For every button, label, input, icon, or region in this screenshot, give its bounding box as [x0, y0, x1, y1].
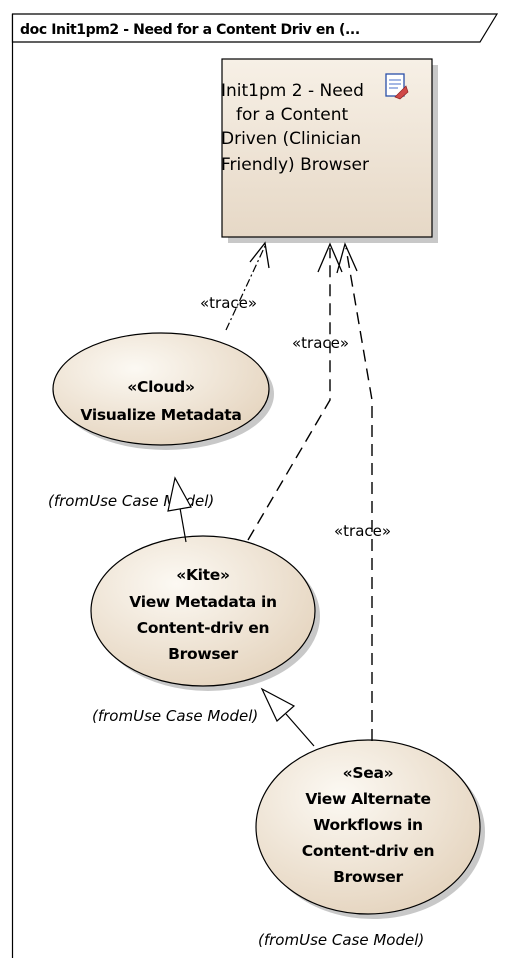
frame-title: doc Init1pm2 - Need for a Content Driv e…: [20, 22, 360, 38]
trace-kite-to-requirement: [247, 242, 343, 541]
generalization-arrowhead: [260, 687, 296, 722]
requirement-line-2: for a Content: [236, 105, 349, 125]
open-arrowhead: [317, 242, 343, 273]
use-case-cloud-name: Visualize Metadata: [80, 406, 241, 424]
requirement-box: [221, 58, 433, 238]
use-case-sea-stereotype: «Sea»: [343, 764, 394, 782]
use-case-sea-name-3: Content-driv en: [302, 842, 434, 860]
trace-cloud-to-requirement: [225, 241, 270, 331]
document-icon: [385, 73, 409, 100]
diagram-frame: doc Init1pm2 - Need for a Content Driv e…: [11, 13, 499, 958]
use-case-sea-name-1: View Alternate: [305, 790, 430, 808]
use-case-kite-from: (fromUse Case Model): [92, 707, 258, 725]
requirement-element[interactable]: Init1pm 2 - Need for a Content Driven (C…: [221, 58, 438, 243]
trace-sea-to-requirement: [336, 242, 373, 741]
use-case-cloud-stereotype: «Cloud»: [127, 378, 194, 396]
use-case-kite-name-1: View Metadata in: [129, 593, 276, 611]
use-case-sea-ellipse: [255, 739, 481, 915]
generalization-arrowhead: [167, 476, 192, 512]
use-case-cloud-ellipse: [52, 332, 270, 446]
use-case-cloud[interactable]: «Cloud» Visualize Metadata: [52, 332, 274, 450]
generalization-kite-to-cloud: [167, 476, 192, 543]
trace-label-sea: «trace»: [334, 522, 391, 540]
use-case-sea-name-2: Workflows in: [313, 816, 423, 834]
use-case-kite-ellipse: [90, 535, 316, 687]
open-arrowhead: [336, 242, 358, 274]
use-case-kite[interactable]: «Kite» View Metadata in Content-driv en …: [90, 535, 320, 691]
trace-label-kite: «trace»: [292, 334, 349, 352]
use-case-kite-name-2: Content-driv en: [137, 619, 269, 637]
trace-label-cloud: «trace»: [200, 294, 257, 312]
frame-title-tab: [11, 13, 499, 43]
open-arrowhead: [249, 241, 270, 269]
generalization-sea-to-kite: [260, 687, 315, 747]
use-case-kite-stereotype: «Kite»: [176, 566, 229, 584]
use-case-sea-from: (fromUse Case Model): [258, 931, 424, 949]
use-case-sea[interactable]: «Sea» View Alternate Workflows in Conten…: [255, 739, 485, 919]
use-case-kite-name-3: Browser: [168, 645, 238, 663]
requirement-line-4: Friendly) Browser: [221, 155, 369, 175]
requirement-line-1: Init1pm 2 - Need: [221, 81, 364, 101]
use-case-sea-name-4: Browser: [333, 868, 403, 886]
requirement-line-3: Driven (Clinician: [221, 129, 361, 149]
